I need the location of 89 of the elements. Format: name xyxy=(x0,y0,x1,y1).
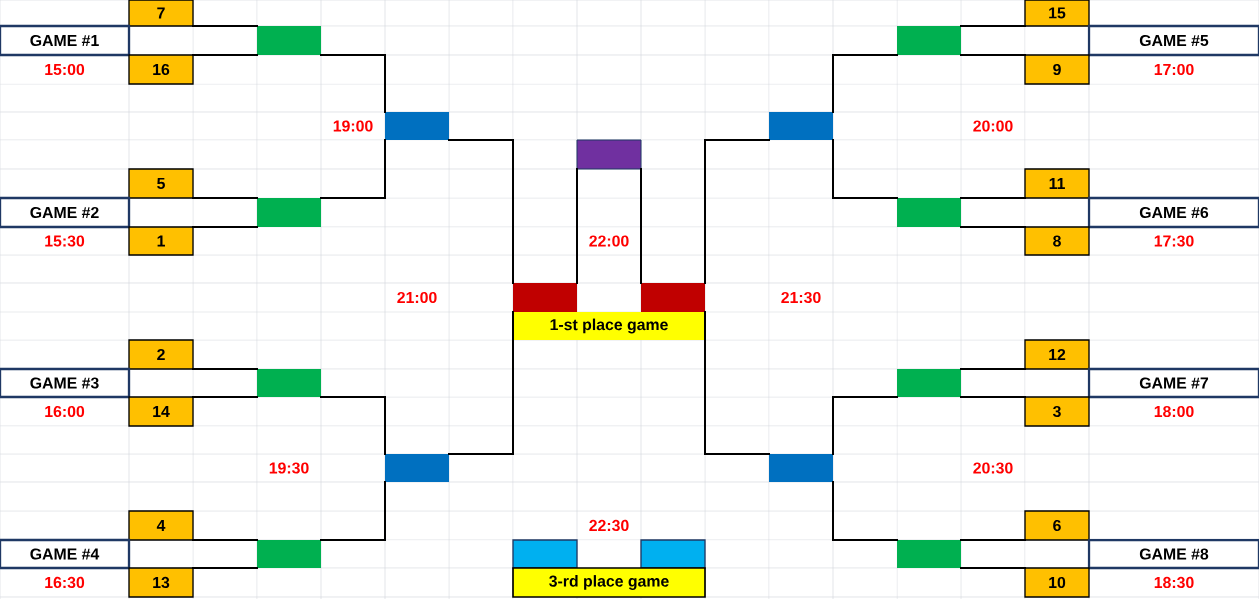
match-box xyxy=(257,540,321,568)
time-label: 15:00 xyxy=(45,63,85,76)
bracket-line xyxy=(192,567,258,569)
bracket-line xyxy=(832,396,898,455)
time-label: 21:00 xyxy=(397,291,437,304)
bracket-line xyxy=(320,481,386,541)
seed-box: 5 xyxy=(128,168,194,199)
bracket-line xyxy=(192,368,258,370)
seed-box: 4 xyxy=(128,510,194,541)
bracket-line xyxy=(960,25,1026,27)
seed-box: 9 xyxy=(1024,54,1090,85)
bracket-line xyxy=(192,25,258,27)
seed-box: 3 xyxy=(1024,396,1090,427)
seed-box: 16 xyxy=(128,54,194,85)
final-match-box xyxy=(641,283,705,312)
seed-box: 14 xyxy=(128,396,194,427)
match-box xyxy=(257,369,321,397)
seed-box: 2 xyxy=(128,339,194,370)
match-box xyxy=(385,112,449,140)
bracket-line xyxy=(640,168,642,284)
bracket-line xyxy=(192,396,258,398)
time-label: 20:00 xyxy=(973,120,1013,132)
bracket-line xyxy=(192,197,258,199)
bracket-line xyxy=(320,139,386,199)
time-label: 21:30 xyxy=(781,291,821,304)
bracket-line xyxy=(192,54,258,56)
seed-box: 7 xyxy=(128,0,194,27)
bracket-line xyxy=(192,226,258,228)
time-label: 18:00 xyxy=(1154,405,1194,418)
bracket-line xyxy=(832,481,898,541)
game-box: GAME #3 xyxy=(0,367,131,399)
bracket-line xyxy=(960,54,1026,56)
match-box xyxy=(897,369,961,397)
time-label: 19:00 xyxy=(333,120,373,132)
match-box xyxy=(897,198,961,227)
time-label: 20:30 xyxy=(973,462,1013,474)
bracket-line xyxy=(448,139,514,284)
game-box: GAME #5 xyxy=(1087,24,1259,57)
match-box xyxy=(897,540,961,568)
game-box: GAME #7 xyxy=(1087,367,1259,399)
time-label: 15:30 xyxy=(45,235,85,247)
match-box xyxy=(385,454,449,482)
game-box: GAME #2 xyxy=(0,196,131,229)
third-place-box xyxy=(640,539,706,569)
time-label: 22:00 xyxy=(589,235,629,247)
game-box: GAME #4 xyxy=(0,538,131,570)
final-match-box xyxy=(513,283,577,312)
bracket-line xyxy=(704,139,770,284)
seed-box: 1 xyxy=(128,226,194,256)
place-game-box: 3-rd place game xyxy=(512,567,706,598)
match-box xyxy=(769,454,833,482)
time-label: 22:30 xyxy=(589,519,629,532)
third-place-box xyxy=(512,539,578,569)
time-label: 16:00 xyxy=(45,405,85,418)
bracket-line xyxy=(192,539,258,541)
seed-box: 11 xyxy=(1024,168,1090,199)
time-label: 17:00 xyxy=(1154,63,1194,76)
bracket-line xyxy=(832,139,898,199)
time-label: 16:30 xyxy=(45,576,85,589)
match-box xyxy=(769,112,833,140)
bracket-line xyxy=(576,168,578,284)
bracket-line xyxy=(320,396,386,455)
bracket-line xyxy=(704,311,770,455)
seed-box: 10 xyxy=(1024,567,1090,598)
bracket-line xyxy=(960,567,1026,569)
seed-box: 15 xyxy=(1024,0,1090,27)
bracket-line xyxy=(960,197,1026,199)
game-box: GAME #6 xyxy=(1087,196,1259,229)
match-box xyxy=(897,26,961,55)
bracket-line xyxy=(960,396,1026,398)
match-box xyxy=(257,198,321,227)
bracket-line xyxy=(448,311,514,455)
place-game-box: 1-st place game xyxy=(513,312,705,340)
game-box: GAME #1 xyxy=(0,24,131,57)
seed-box: 8 xyxy=(1024,226,1090,256)
bracket-line xyxy=(960,368,1026,370)
time-label: 19:30 xyxy=(269,462,309,474)
bracket-line xyxy=(960,226,1026,228)
seed-box: 12 xyxy=(1024,339,1090,370)
time-label: 18:30 xyxy=(1154,576,1194,589)
game-box: GAME #8 xyxy=(1087,538,1259,570)
bracket-line xyxy=(320,54,386,113)
bracket-line xyxy=(960,539,1026,541)
final-box xyxy=(576,139,642,170)
seed-box: 13 xyxy=(128,567,194,598)
match-box xyxy=(257,26,321,55)
seed-box: 6 xyxy=(1024,510,1090,541)
time-label: 17:30 xyxy=(1154,235,1194,247)
bracket-line xyxy=(832,54,898,113)
